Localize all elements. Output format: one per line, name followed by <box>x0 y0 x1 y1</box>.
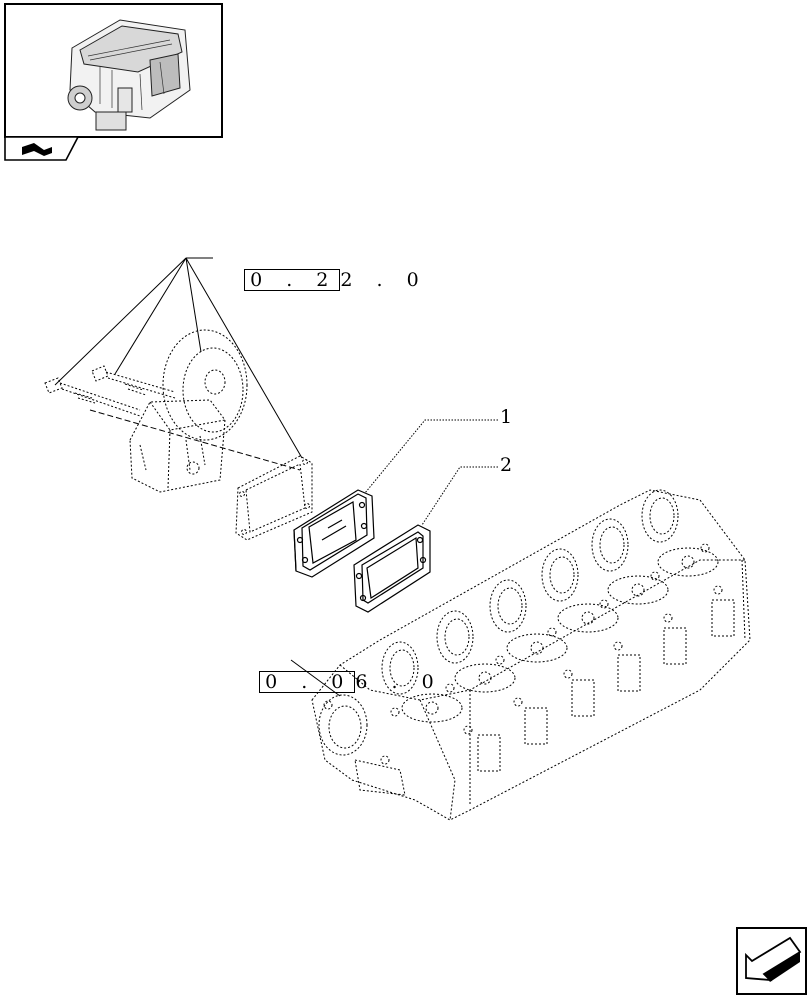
cylinder-head <box>311 489 751 821</box>
ref-boxed-part: 0 . 0 <box>259 671 356 693</box>
ref-rest-part: 2 . 0 <box>340 269 428 291</box>
part-1-spacer[interactable] <box>293 489 375 578</box>
part-2-gasket[interactable] <box>353 524 431 613</box>
ref-rest-part: 6 . 0 <box>355 671 443 693</box>
leader-lines <box>54 257 498 697</box>
pump-assembly <box>44 329 313 541</box>
book-arrow-icon[interactable] <box>4 136 80 161</box>
callout-1[interactable]: 1 <box>500 406 513 428</box>
engine-thumbnail-icon[interactable] <box>4 3 223 138</box>
ref-boxed-part: 0 . 2 <box>244 269 341 291</box>
next-page-arrow-icon[interactable] <box>736 927 807 995</box>
callout-2[interactable]: 2 <box>500 454 513 476</box>
